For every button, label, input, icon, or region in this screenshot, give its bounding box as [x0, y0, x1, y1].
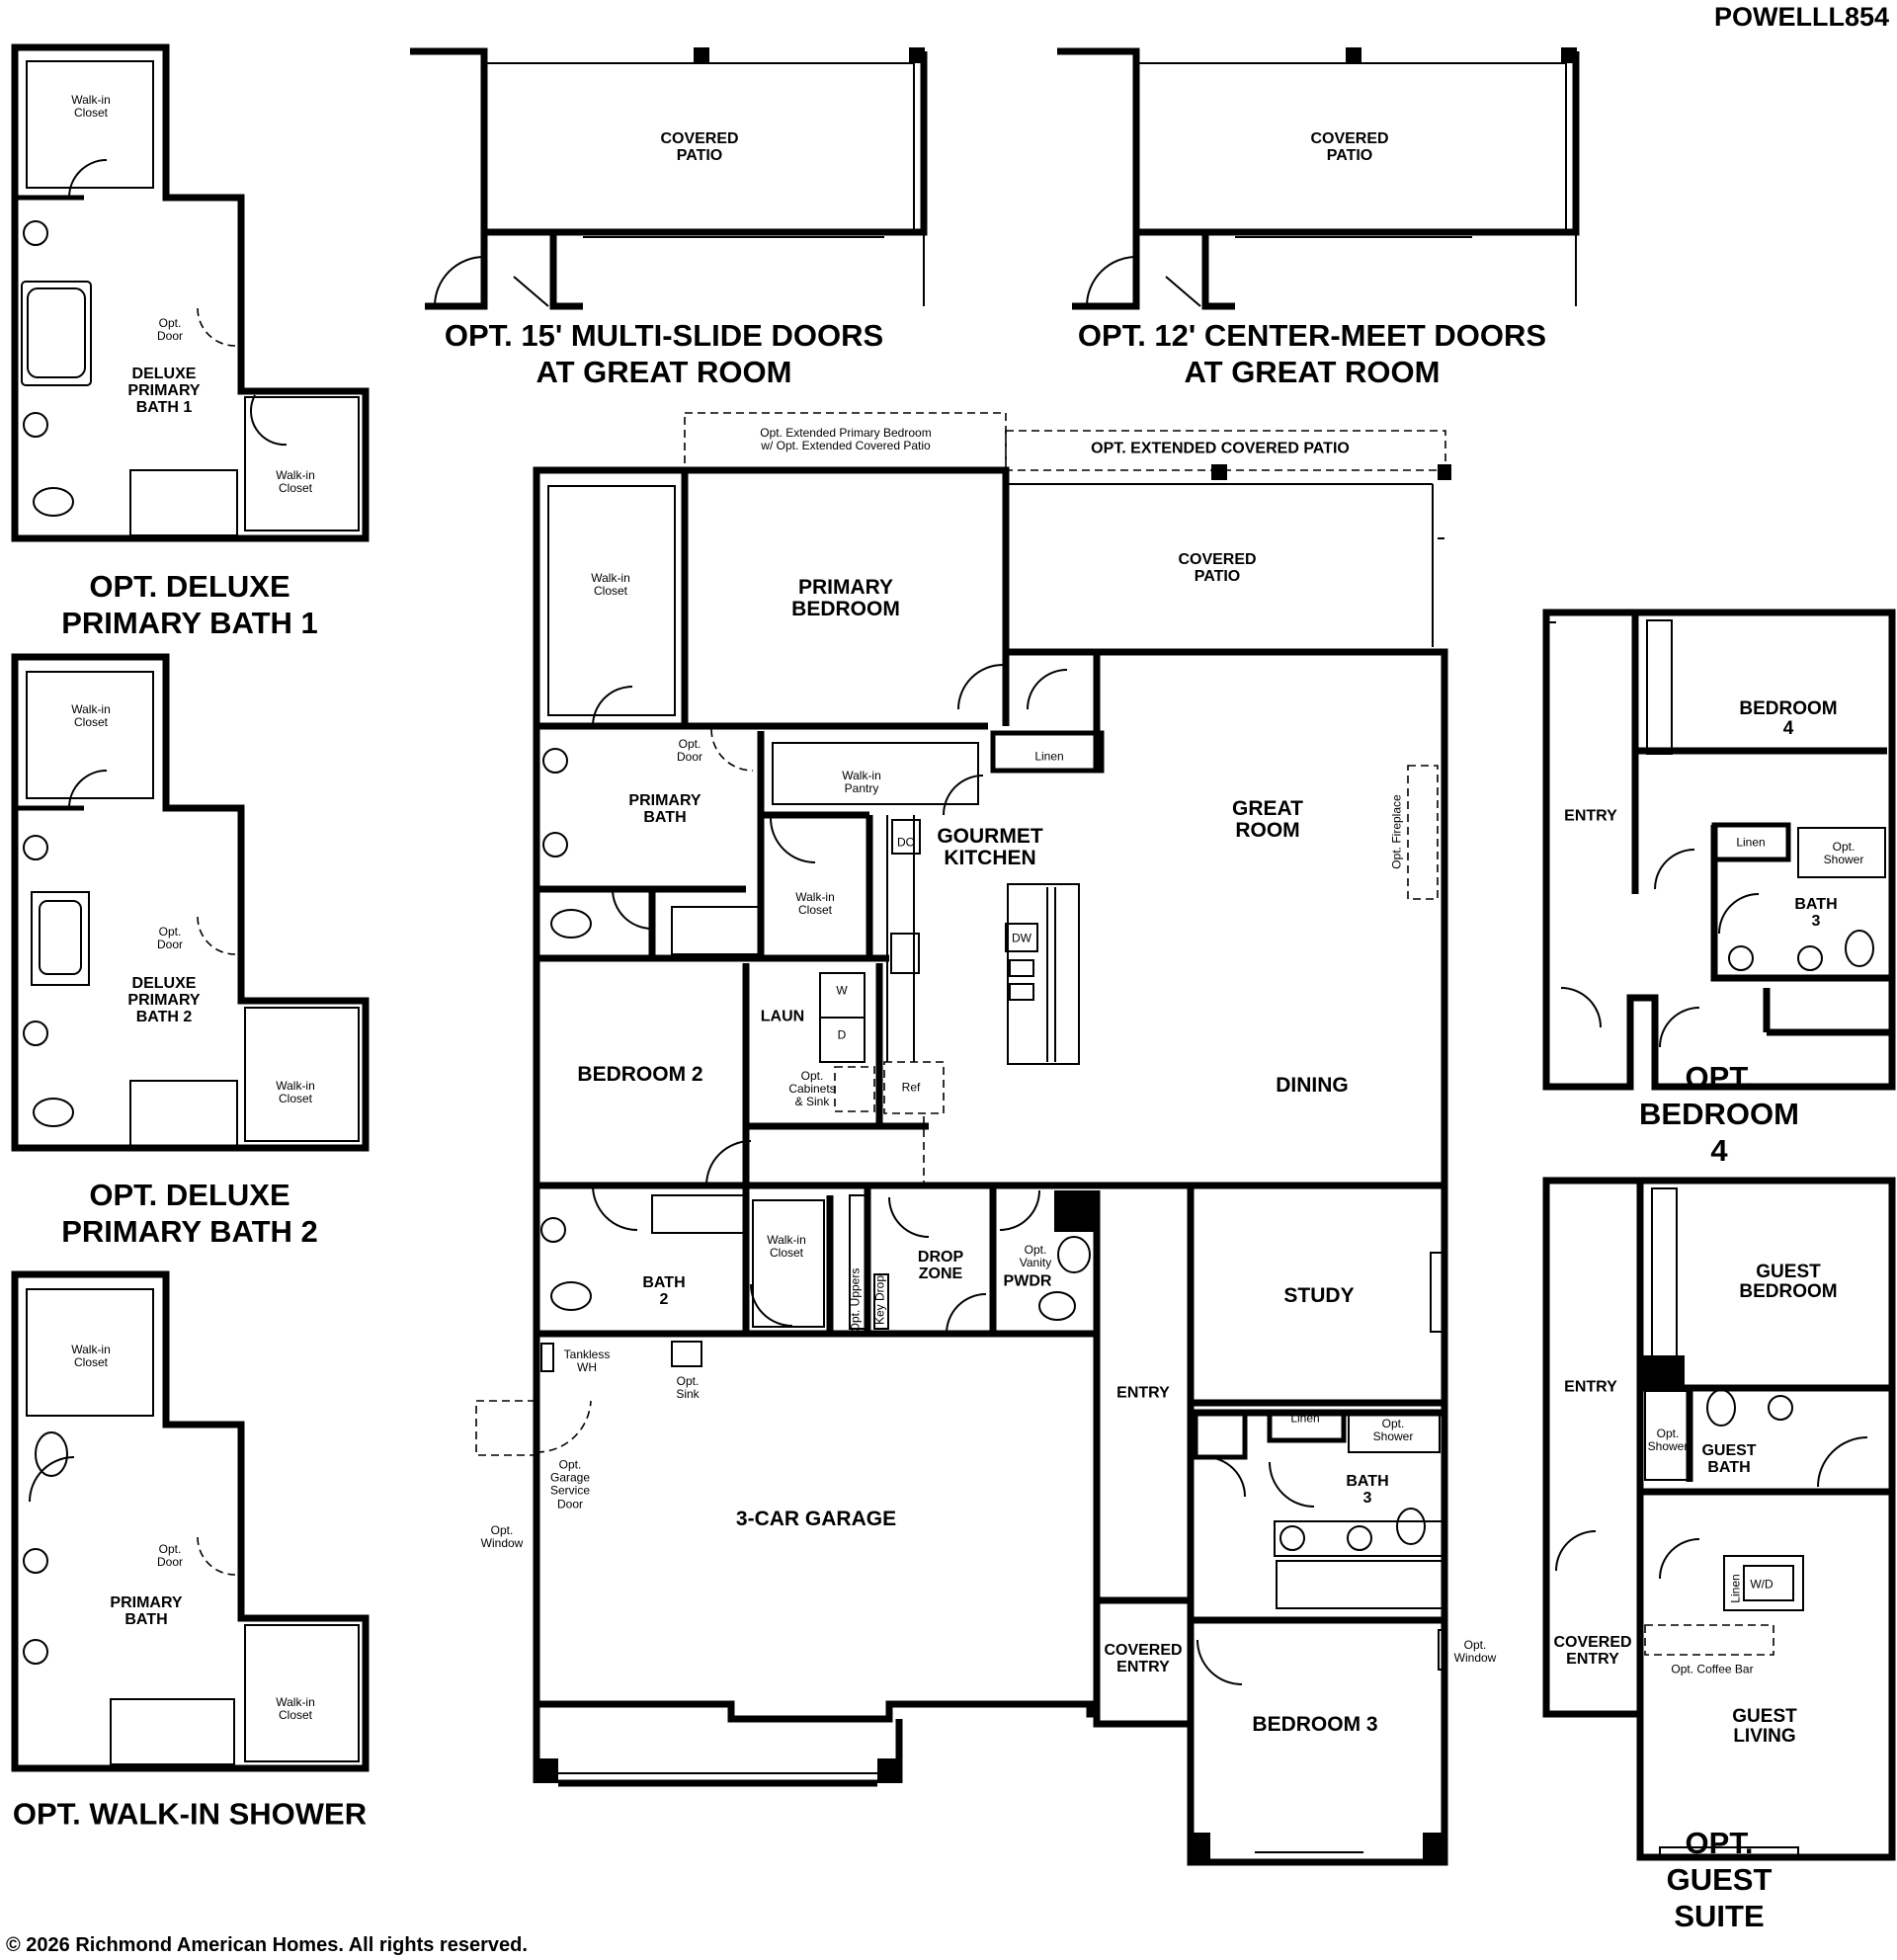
label-opt-window-right: Opt. Window — [1453, 1637, 1497, 1665]
label-entry: ENTRY — [1564, 807, 1617, 825]
label-dining: DINING — [1276, 1073, 1349, 1097]
label-walk-in-closet: Walk-in Closet — [71, 701, 111, 729]
label-walk-in-closet: Walk-in Closet — [71, 1342, 111, 1369]
label-walk-in-closet: Walk-in Closet — [276, 1078, 315, 1105]
label-walk-in-pantry: Walk-in Pantry — [842, 768, 881, 795]
label-opt-door: Opt. Door — [156, 924, 184, 951]
label-opt-shower: Opt. Shower — [1372, 1416, 1414, 1443]
label-covered-patio: COVERED PATIO — [1178, 551, 1257, 585]
label-opt-door: Opt. Door — [676, 736, 703, 764]
label-opt-garage-service-door: Opt. Garage Service Door — [549, 1457, 591, 1511]
label-bedroom-3: BEDROOM 3 — [1252, 1712, 1378, 1736]
label-opt-vanity: Opt. Vanity — [1019, 1242, 1052, 1269]
label-tankless-wh: Tankless WH — [563, 1347, 611, 1374]
label-covered-patio: COVERED PATIO — [660, 130, 739, 164]
label-do: DO — [897, 835, 915, 850]
deluxe-bath-1-walls — [11, 43, 370, 542]
label-bath-3: BATH 3 — [1794, 896, 1838, 930]
label-opt-cabinets: Opt. Cabinets & Sink — [788, 1069, 836, 1109]
walk-in-shower-walls — [11, 1270, 370, 1772]
label-primary-bedroom: PRIMARY BEDROOM — [791, 575, 900, 620]
label-walk-in-closet: Walk-in Closet — [276, 467, 315, 495]
label-walk-in-closet: Walk-in Closet — [795, 889, 835, 917]
label-primary-bath: PRIMARY BATH — [628, 792, 701, 826]
title-multi-slide: OPT. 15' MULTI-SLIDE DOORS AT GREAT ROOM — [444, 317, 884, 389]
label-washer: W — [836, 983, 848, 998]
label-opt-door: Opt. Door — [156, 1541, 184, 1569]
label-deluxe-primary-bath-1: DELUXE PRIMARY BATH 1 — [127, 365, 201, 416]
label-opt-extended-primary: Opt. Extended Primary Bedroom w/ Opt. Ex… — [760, 425, 932, 452]
title-center-meet: OPT. 12' CENTER-MEET DOORS AT GREAT ROOM — [1077, 317, 1547, 389]
label-laun: LAUN — [760, 1008, 805, 1025]
label-opt-sink: Opt. Sink — [676, 1373, 700, 1401]
label-deluxe-primary-bath-2: DELUXE PRIMARY BATH 2 — [127, 974, 201, 1025]
label-opt-window-left: Opt. Window — [480, 1522, 524, 1550]
label-3-car-garage: 3-CAR GARAGE — [735, 1507, 897, 1530]
title-walk-in-shower: OPT. WALK-IN SHOWER — [12, 1796, 368, 1832]
title-bedroom-4: OPT. BEDROOM 4 — [1639, 1060, 1799, 1169]
title-guest-suite: OPT. GUEST SUITE — [1666, 1826, 1773, 1934]
label-guest-bedroom: GUEST BEDROOM — [1739, 1262, 1838, 1302]
label-study: STUDY — [1283, 1283, 1355, 1307]
label-covered-entry: COVERED ENTRY — [1104, 1642, 1183, 1675]
label-covered-patio: COVERED PATIO — [1310, 130, 1389, 164]
deluxe-bath-2-walls — [11, 653, 370, 1152]
label-ref: Ref — [901, 1080, 921, 1095]
label-opt-door: Opt. Door — [156, 315, 184, 343]
label-dryer: D — [837, 1027, 847, 1042]
label-bedroom-2: BEDROOM 2 — [577, 1062, 703, 1086]
label-bedroom-4: BEDROOM 4 — [1739, 698, 1838, 739]
label-linen-vertical: Linen — [1728, 1574, 1743, 1603]
label-opt-shower: Opt. Shower — [1823, 839, 1864, 866]
label-opt-fireplace: Opt. Fireplace — [1389, 794, 1404, 869]
label-walk-in-closet: Walk-in Closet — [276, 1694, 315, 1722]
label-linen: Linen — [1034, 749, 1064, 764]
guest-suite-walls — [1542, 1177, 1896, 1861]
label-guest-bath: GUEST BATH — [1701, 1442, 1757, 1476]
label-walk-in-closet: Walk-in Closet — [71, 92, 111, 120]
label-opt-shower: Opt. Shower — [1647, 1426, 1689, 1453]
label-wd: W/D — [1750, 1577, 1773, 1592]
label-opt-coffee-bar: Opt. Coffee Bar — [1671, 1662, 1754, 1676]
label-gourmet-kitchen: GOURMET KITCHEN — [937, 824, 1043, 869]
label-bath-2: BATH 2 — [642, 1274, 686, 1308]
center-meet-walls — [1057, 47, 1580, 310]
label-opt-extended-covered-patio: OPT. EXTENDED COVERED PATIO — [1091, 440, 1350, 457]
plan-code: POWELLL854 — [1713, 2, 1889, 32]
title-deluxe-bath-2: OPT. DELUXE PRIMARY BATH 2 — [61, 1177, 318, 1249]
label-primary-bath: PRIMARY BATH — [110, 1594, 183, 1628]
label-walk-in-closet: Walk-in Closet — [591, 570, 630, 598]
label-walk-in-closet: Walk-in Closet — [767, 1232, 806, 1260]
label-dw: DW — [1012, 931, 1031, 945]
label-covered-entry: COVERED ENTRY — [1553, 1634, 1632, 1668]
label-drop-zone: DROP ZONE — [917, 1249, 964, 1282]
copyright: © 2026 Richmond American Homes. All righ… — [6, 1934, 528, 1956]
label-linen: Linen — [1290, 1411, 1320, 1426]
label-bath-3: BATH 3 — [1346, 1473, 1389, 1507]
label-entry: ENTRY — [1116, 1384, 1170, 1402]
label-linen: Linen — [1736, 835, 1766, 850]
title-deluxe-bath-1: OPT. DELUXE PRIMARY BATH 1 — [61, 568, 318, 640]
bedroom-4-walls — [1542, 609, 1896, 1091]
label-entry: ENTRY — [1564, 1378, 1617, 1396]
main-plan-walls — [475, 412, 1451, 1866]
label-guest-living: GUEST LIVING — [1732, 1706, 1797, 1747]
label-pwdr: PWDR — [1003, 1272, 1052, 1290]
label-key-drop: Key Drop — [872, 1274, 887, 1326]
label-great-room: GREAT ROOM — [1232, 796, 1303, 842]
multi-slide-walls — [410, 47, 928, 310]
label-opt-uppers: Opt. Uppers — [848, 1267, 863, 1333]
